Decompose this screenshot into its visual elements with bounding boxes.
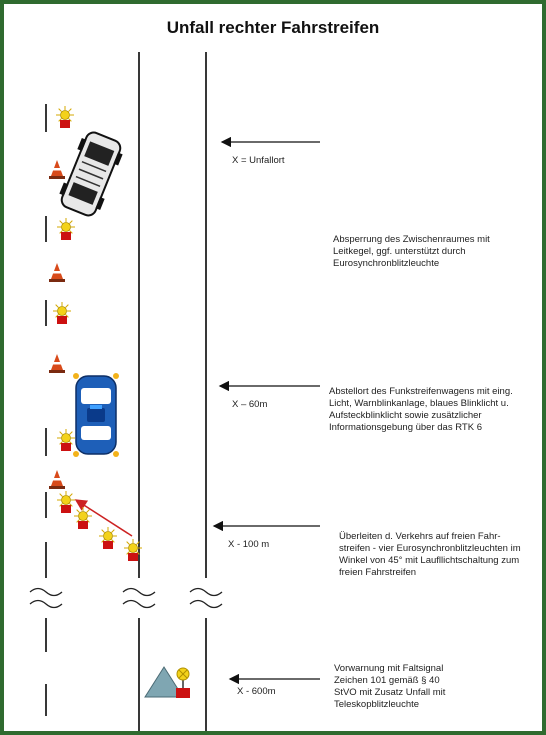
flash-lamp-icon — [99, 527, 117, 549]
description-abstellort: Abstellort des Funkstreifenwagens mit ei… — [329, 386, 513, 434]
police-car-icon — [73, 373, 119, 457]
description-absperrung: Absperrung des Zwischenraumes mit Leitke… — [333, 234, 490, 270]
flash-lamp-icon — [53, 302, 71, 324]
traffic-cone-icon — [49, 470, 65, 489]
diversion-arrow — [74, 499, 133, 537]
flash-lamp-icon — [57, 491, 75, 513]
accident-vehicle-icon — [59, 131, 123, 217]
flash-lamp-icon — [74, 507, 92, 529]
traffic-cone-icon — [49, 263, 65, 282]
marker-label-60m: X – 60m — [232, 399, 268, 410]
flash-lamp-icon — [57, 429, 75, 451]
road-break-symbols — [29, 587, 223, 609]
road-scene — [29, 52, 320, 731]
flash-lamp-icon — [57, 218, 75, 240]
flash-lamp-icon — [56, 106, 74, 128]
marker-label-600m: X - 600m — [237, 686, 276, 697]
description-vorwarnung: Vorwarnung mit Faltsignal Zeichen 101 ge… — [334, 663, 446, 711]
description-ueberleiten: Überleiten d. Verkehrs auf freien Fahr-s… — [339, 531, 521, 579]
marker-label-100m: X - 100 m — [228, 539, 270, 550]
traffic-cone-icon — [49, 160, 65, 179]
diagram-title: Unfall rechter Fahrstreifen — [166, 18, 380, 37]
flash-lamp-icon — [124, 539, 142, 561]
road-lines — [45, 52, 207, 731]
traffic-cone-icon — [49, 354, 65, 373]
marker-label-accident: X = Unfallort — [232, 155, 285, 166]
warning-triangle-sign-icon — [144, 666, 190, 698]
